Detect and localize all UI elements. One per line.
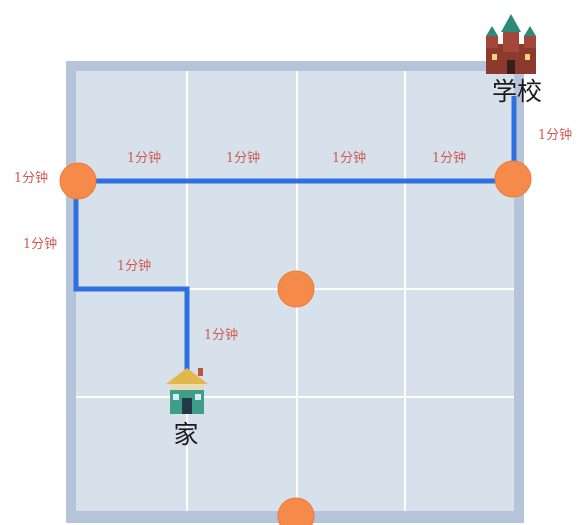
route-node-center <box>278 271 314 307</box>
edge-label-top-2: 1分钟 <box>226 150 260 166</box>
edge-label-top-4: 1分钟 <box>432 150 466 166</box>
route-node-right-top <box>495 161 531 197</box>
route-node-left-top <box>60 163 96 199</box>
castle-icon <box>486 14 536 74</box>
edge-label-left-corner: 1分钟 <box>14 170 48 186</box>
edge-label-left-down: 1分钟 <box>23 236 57 252</box>
home-label: 家 <box>173 420 198 449</box>
edge-label-top-3: 1分钟 <box>332 150 366 166</box>
edge-label-home-drop: 1分钟 <box>204 327 238 343</box>
school-label: 学校 <box>492 77 542 106</box>
edge-label-inner-horizontal: 1分钟 <box>117 258 151 274</box>
edge-label-top-1: 1分钟 <box>127 150 161 166</box>
edge-label-school-drop: 1分钟 <box>538 127 572 143</box>
